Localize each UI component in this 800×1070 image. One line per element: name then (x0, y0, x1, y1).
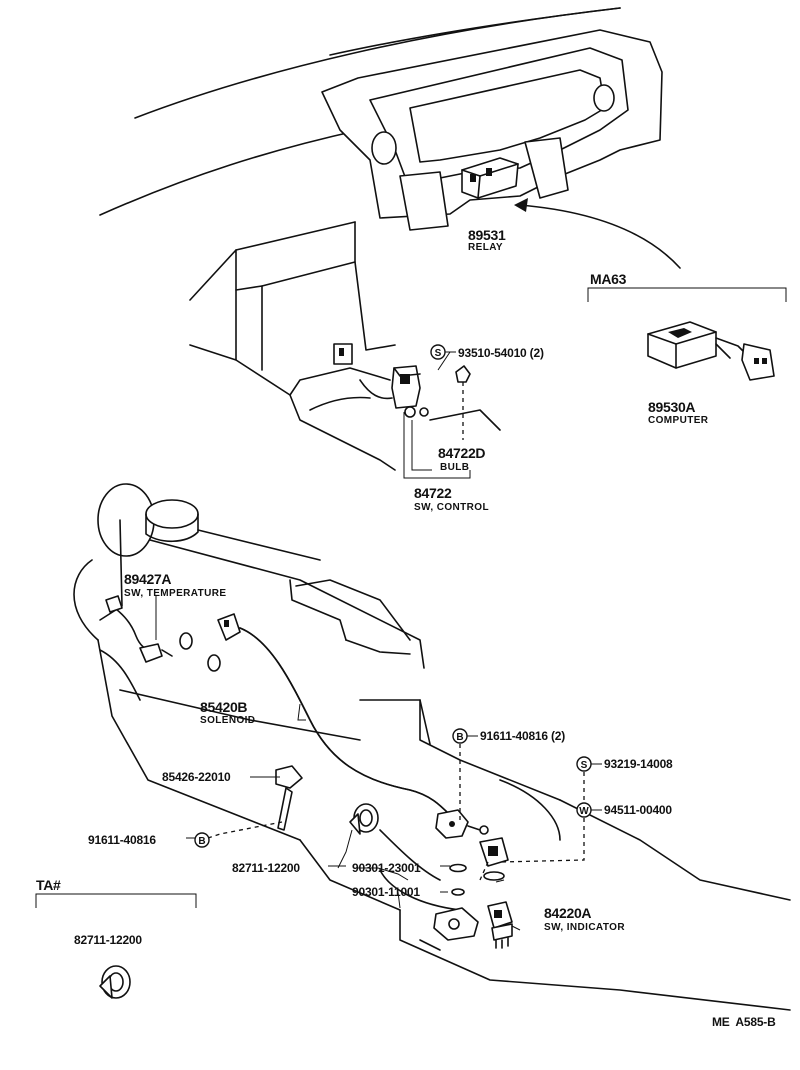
solenoid-icon (217, 613, 509, 881)
screw-2-number: 93219-14008 (604, 757, 673, 771)
sw-indicator-number: 84220A (544, 905, 591, 921)
control-switch-icon (391, 365, 429, 418)
leader-lines (155, 596, 521, 931)
solenoid-number: 85420B (200, 699, 247, 715)
bulb-number: 84722D (438, 445, 485, 461)
indicator-switch-icon (487, 901, 513, 949)
sw-indicator-desc: SW, INDICATOR (544, 922, 625, 933)
bolt-2-number: 91611-40816 (88, 833, 156, 847)
temperature-switch-icon (105, 595, 173, 663)
diagram-code: ME A585-B (712, 1015, 776, 1029)
computer-desc: COMPUTER (648, 415, 709, 426)
washer-number: 94511-00400 (604, 803, 672, 817)
gasket-1-icon (449, 863, 467, 873)
computer-icon (647, 321, 775, 381)
symbol-b-2: B (194, 832, 210, 848)
symbol-s-1: S (430, 344, 446, 360)
sw-control-desc: SW, CONTROL (414, 502, 489, 513)
connector-icon (333, 343, 353, 365)
bolt-1-number: 91611-40816 (2) (480, 729, 565, 743)
symbol-s-2: S (576, 756, 592, 772)
clamp-number: 85426-22010 (162, 770, 231, 784)
relay-desc: RELAY (468, 242, 503, 253)
dashboard-illustration (99, 7, 681, 479)
relay-icon (461, 157, 519, 199)
ta-hose-clamp-icon (99, 965, 131, 999)
gasket-2-number: 90301-11001 (352, 885, 420, 899)
computer-number: 89530A (648, 399, 695, 415)
svg-text:W: W (579, 806, 589, 817)
ma63-bracket (587, 287, 787, 302)
solenoid-desc: SOLENOID (200, 715, 255, 726)
bulb-desc: BULB (440, 462, 469, 473)
sw-control-number: 84722 (414, 485, 452, 501)
symbol-b-1: B (452, 728, 468, 744)
relay-number: 89531 (468, 227, 506, 243)
ta-bracket (35, 893, 197, 908)
ta-label: TA# (36, 877, 61, 893)
gasket-1-number: 90301-23001 (352, 861, 421, 875)
sw-temperature-number: 89427A (124, 571, 171, 587)
engine-illustration (73, 483, 791, 1011)
svg-text:S: S (581, 760, 588, 771)
svg-text:S: S (435, 348, 442, 359)
ma63-label: MA63 (590, 271, 627, 287)
screw-icon (455, 365, 471, 383)
ta-hose-clamp-number: 82711-12200 (74, 933, 142, 947)
symbol-w: W (576, 802, 592, 818)
svg-text:B: B (198, 836, 205, 847)
screw-1-number: 93510-54010 (2) (458, 346, 544, 360)
sw-temperature-desc: SW, TEMPERATURE (124, 588, 226, 599)
gasket-2-icon (451, 888, 465, 896)
svg-text:B: B (456, 732, 463, 743)
clamp-icon (275, 765, 303, 831)
hose-clamp-icon (349, 803, 379, 835)
hose-clamp-number: 82711-12200 (232, 861, 300, 875)
